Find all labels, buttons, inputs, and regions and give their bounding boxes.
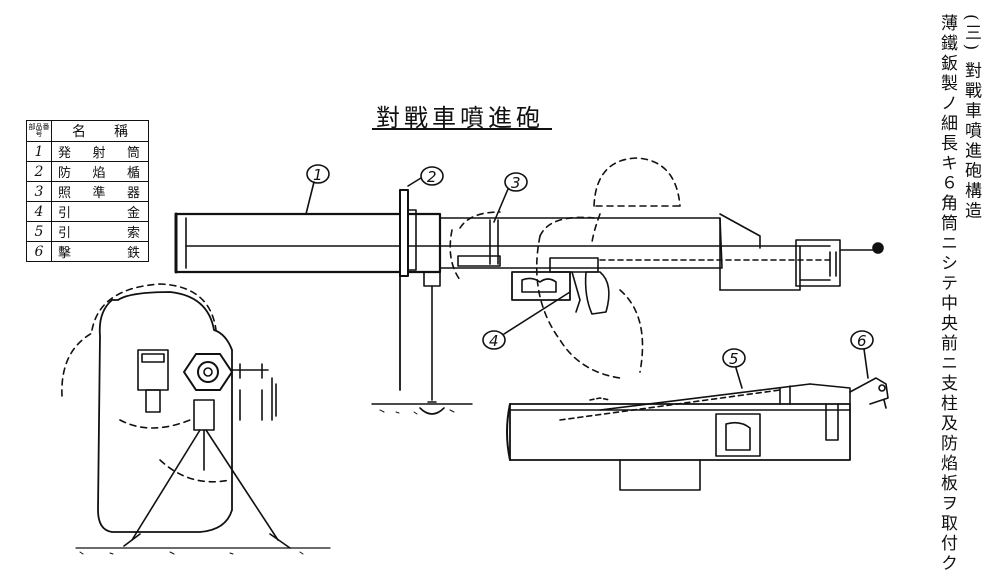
callout-6 — [850, 330, 874, 379]
launcher-front-view — [61, 283, 331, 555]
callout-4 — [482, 291, 571, 350]
callout-1 — [305, 164, 330, 215]
callout-label: 4 — [489, 332, 499, 350]
parts-row: 1 発射筒 — [26, 141, 149, 162]
part-name: 発射筒 — [51, 141, 149, 162]
callout-label: 1 — [313, 166, 323, 184]
title-underline — [372, 128, 552, 130]
parts-row: 5 引索 — [26, 221, 149, 242]
parts-row: 6 擊鉄 — [26, 241, 149, 262]
callout-3 — [493, 172, 528, 223]
launcher-side-view — [174, 157, 884, 415]
parts-table: 部品番号 名 稱 1 発射筒 2 防焰楯 3 照準器 4 引金 5 引索 6 擊… — [26, 120, 149, 262]
part-name: 擊鉄 — [51, 241, 149, 262]
callout-5 — [722, 348, 746, 389]
parts-row: 2 防焰楯 — [26, 161, 149, 182]
callout-label: 2 — [427, 168, 437, 186]
part-name: 引索 — [51, 221, 149, 242]
callout-label: 3 — [511, 174, 521, 192]
header-part-number: 部品番号 — [26, 120, 52, 142]
part-name: 引金 — [51, 201, 149, 222]
firing-mechanism-detail — [506, 377, 889, 491]
side-description: 薄鐵鈑製ノ細長キ６角筒ニシテ中央前ニ支柱及防焰板ヲ取付ク — [937, 14, 957, 574]
part-name: 照準器 — [51, 181, 149, 202]
callout-label: 5 — [729, 350, 739, 368]
callout-label: 6 — [857, 332, 867, 350]
side-heading: (三) 對戰車噴進砲構造 — [961, 14, 981, 222]
diagram-title: 對戰車噴進砲 — [376, 104, 544, 132]
parts-row: 4 引金 — [26, 201, 149, 222]
callout-2 — [407, 166, 444, 187]
parts-row: 3 照準器 — [26, 181, 149, 202]
part-name: 防焰楯 — [51, 161, 149, 182]
